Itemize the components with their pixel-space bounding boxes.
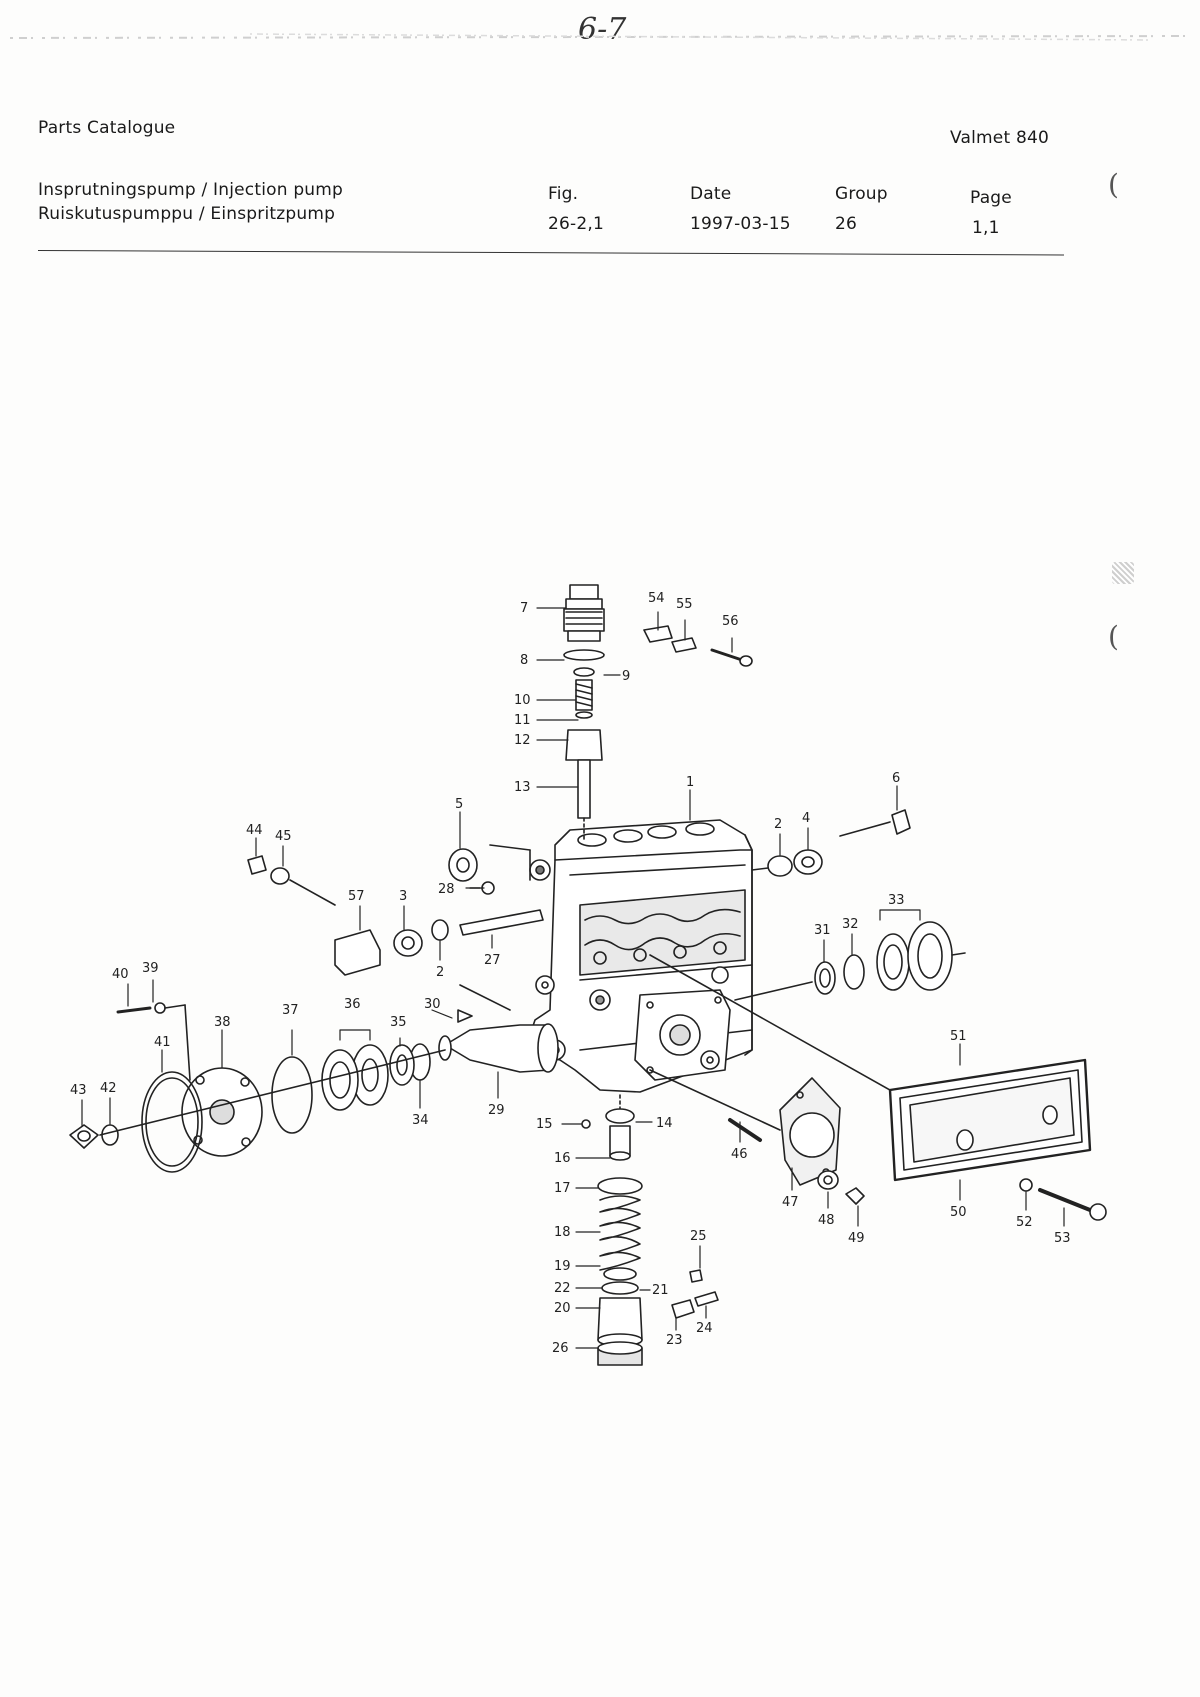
fig-label: Fig. [548,184,579,204]
group-value: 26 [835,214,858,234]
top-delivery-valve-stack [563,584,605,841]
callout-21: 21 [652,1283,669,1298]
callout-15: 15 [536,1117,553,1132]
fig-value: 26-2,1 [548,214,605,234]
date-value: 1997-03-15 [690,214,791,234]
callout-49: 49 [848,1231,865,1246]
callout-20: 20 [554,1301,571,1316]
callout-27: 27 [484,953,501,968]
callout-23: 23 [666,1333,683,1348]
callout-2a: 2 [774,817,782,832]
callout-12: 12 [514,733,531,748]
callout-29: 29 [488,1103,505,1118]
callout-37: 37 [282,1003,299,1018]
tappet-spring-stack [581,1094,719,1366]
callout-43: 43 [70,1083,87,1098]
callout-16: 16 [554,1151,571,1166]
callout-46: 46 [731,1147,748,1162]
page-label: Page [970,188,1012,208]
callout-1: 1 [686,775,694,790]
callout-3: 3 [399,889,407,904]
margin-mark-1: ( [1108,168,1119,201]
gear-bearing-31-33 [734,921,966,1001]
callout-39: 39 [142,961,159,976]
callout-34: 34 [412,1113,429,1128]
callout-13: 13 [514,780,531,795]
callout-54: 54 [648,591,665,606]
callout-24: 24 [696,1321,713,1336]
callout-30: 30 [424,997,441,1012]
callout-38: 38 [214,1015,231,1030]
scan-speck [1112,562,1134,584]
callout-2b: 2 [436,965,444,980]
callout-45: 45 [275,829,292,844]
callout-10: 10 [514,693,531,708]
callout-labels: 7 8 9 10 11 12 13 1 54 55 56 2 4 6 5 44 … [70,591,1071,1356]
callout-40: 40 [112,967,129,982]
callout-7: 7 [520,601,528,616]
upper-left-parts [247,844,544,976]
page-value: 1,1 [972,218,1000,238]
callout-55: 55 [676,597,693,612]
callout-19: 19 [554,1259,571,1274]
callout-11: 11 [514,713,531,728]
callout-56: 56 [722,614,739,629]
callout-6: 6 [892,771,900,786]
pump-housing [529,819,753,1093]
callout-28: 28 [438,882,455,897]
date-label: Date [690,184,732,204]
callout-5: 5 [455,797,463,812]
leader-lines [81,607,1065,1349]
cover-plate-50-53 [649,954,1107,1221]
catalogue-title: Parts Catalogue [38,118,176,138]
callout-57: 57 [348,889,365,904]
callout-48: 48 [818,1213,835,1228]
callout-22: 22 [554,1281,571,1296]
callout-25: 25 [690,1229,707,1244]
scan-noise-strip [9,33,1191,41]
callout-44: 44 [246,823,263,838]
callout-51: 51 [950,1029,967,1044]
callout-14: 14 [656,1116,673,1131]
callout-53: 53 [1054,1231,1071,1246]
callout-52: 52 [1016,1215,1033,1230]
callout-17: 17 [554,1181,571,1196]
callout-18: 18 [554,1225,571,1240]
gasket-and-screws-46-49 [649,1069,865,1205]
callout-41: 41 [154,1035,171,1050]
title-line-2: Ruiskutuspumppu / Einspritzpump [38,204,336,224]
callout-42: 42 [100,1081,117,1096]
callout-9: 9 [622,669,630,684]
callout-31: 31 [814,923,831,938]
callout-4: 4 [802,811,810,826]
title-line-1: Insprutningspump / Injection pump [38,180,344,200]
callout-26: 26 [552,1341,569,1356]
group-label: Group [835,184,888,204]
drive-shaft-assembly [69,984,559,1173]
model-name: Valmet 840 [950,128,1049,148]
callout-50: 50 [950,1205,967,1220]
clip-parts-54-56 [643,625,753,667]
margin-mark-2: ( [1108,620,1119,653]
callout-35: 35 [390,1015,407,1030]
callout-32: 32 [842,917,859,932]
handwritten-page-note: 6-7 [578,12,627,47]
callout-47: 47 [782,1195,799,1210]
callout-8: 8 [520,653,528,668]
callout-36: 36 [344,997,361,1012]
callout-33: 33 [888,893,905,908]
